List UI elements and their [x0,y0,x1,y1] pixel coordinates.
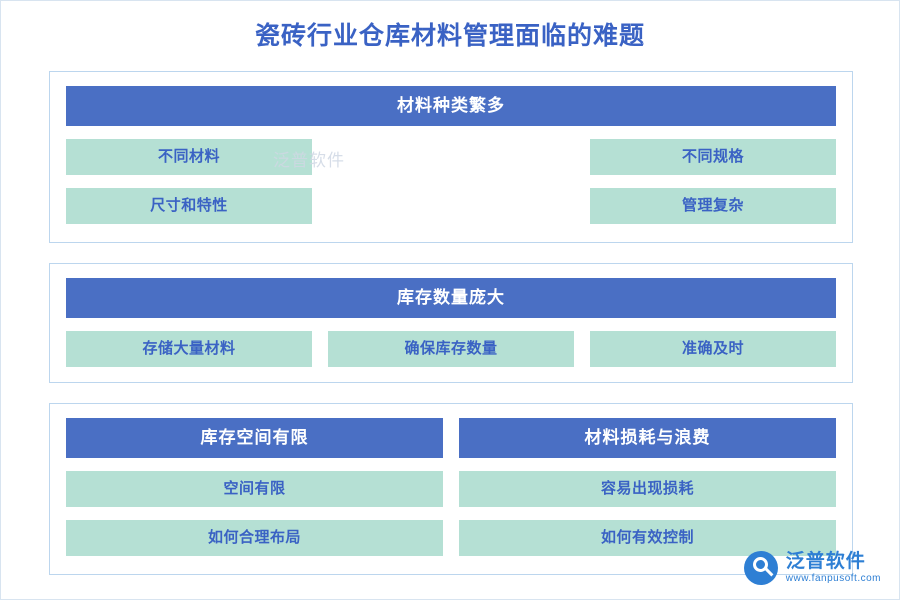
section-row: 不同材料 不同规格 [66,139,836,175]
section-row: 容易出现损耗 [459,471,836,507]
section-cell: 不同材料 [66,139,312,175]
section-cell: 存储大量材料 [66,331,312,367]
section-header: 材料损耗与浪费 [459,418,836,458]
section-panel-space-and-waste: 库存空间有限 空间有限 如何合理布局 材料损耗与浪费 容易出现损耗 如何有效控制 [49,403,853,575]
section-row: 如何有效控制 [459,520,836,556]
section-panel-inventory-volume: 库存数量庞大 存储大量材料 确保库存数量 准确及时 [49,263,853,383]
section-cell: 不同规格 [590,139,836,175]
brand-text: 泛普软件 www.fanpusoft.com [785,551,881,584]
brand-url: www.fanpusoft.com [785,572,881,584]
section-row: 空间有限 [66,471,443,507]
brand-name: 泛普软件 [785,551,866,573]
section-cell: 容易出现损耗 [459,471,836,507]
section-cell: 如何有效控制 [459,520,836,556]
section-panel-material-variety: 材料种类繁多 不同材料 不同规格 尺寸和特性 管理复杂 [49,71,853,243]
section-cell: 管理复杂 [590,188,836,224]
section-cell: 空间有限 [66,471,443,507]
section-header: 材料种类繁多 [66,86,836,126]
section-row: 存储大量材料 确保库存数量 准确及时 [66,331,836,367]
section-cell: 确保库存数量 [328,331,574,367]
section-cell: 如何合理布局 [66,520,443,556]
split-column-space: 库存空间有限 空间有限 如何合理布局 [66,418,443,556]
section-header: 库存数量庞大 [66,278,836,318]
page-title: 瓷砖行业仓库材料管理面临的难题 [254,22,645,50]
brand-logo: 泛普软件 www.fanpusoft.com [743,551,881,585]
split-columns: 库存空间有限 空间有限 如何合理布局 材料损耗与浪费 容易出现损耗 如何有效控制 [66,418,836,556]
split-column-waste: 材料损耗与浪费 容易出现损耗 如何有效控制 [459,418,836,556]
section-row: 如何合理布局 [66,520,443,556]
section-header: 库存空间有限 [66,418,443,458]
section-cell-spacer [328,139,574,175]
section-cell: 准确及时 [590,331,836,367]
magnifier-icon [743,551,778,585]
section-cell: 尺寸和特性 [66,188,312,224]
section-cell-spacer [328,188,574,224]
section-row: 尺寸和特性 管理复杂 [66,188,836,224]
